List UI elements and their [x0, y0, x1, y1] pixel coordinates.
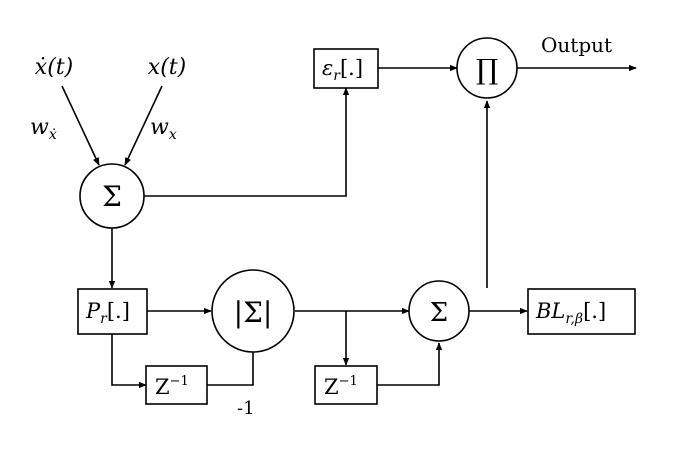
pr-label: Pr[.] [85, 299, 130, 327]
pr-block: Pr[.] [77, 288, 148, 335]
delay-2-label: Z−1 [324, 374, 358, 399]
input-xdot-label: ẋ(t) [35, 55, 73, 80]
output-label: Output [541, 33, 612, 57]
epsilon-block: εr[.] [313, 48, 379, 89]
weight-x-label: wx [150, 115, 177, 143]
summing-node-2: Σ [408, 280, 470, 342]
wire-sum-to-eps [144, 87, 350, 197]
sum-symbol: Σ [102, 180, 122, 213]
weight-xdot-label: wẋ [30, 115, 57, 143]
abs-sum-symbol: |Σ| [234, 296, 273, 329]
sum-2-symbol: Σ [430, 298, 448, 328]
wire-pr-to-delay1 [111, 334, 147, 389]
delay-block-1: Z−1 [145, 365, 208, 405]
wire-x-to-sum [124, 85, 163, 166]
wire-xdot-to-sum [61, 85, 100, 166]
delay-1-label: Z−1 [155, 374, 189, 399]
summing-node-1: Σ [79, 163, 145, 229]
epsilon-label: εr[.] [322, 56, 363, 84]
product-symbol: ∏ [476, 53, 498, 86]
connections [61, 64, 637, 389]
wire-delay1-to-abssum [207, 343, 257, 386]
bl-label: BLr,β[.] [535, 299, 606, 327]
abs-sum-node: |Σ| [211, 269, 295, 353]
wire-delay2-to-sum2 [377, 342, 443, 386]
bl-block: BLr,β[.] [527, 288, 636, 335]
negative-one-label: -1 [237, 398, 255, 419]
product-node: ∏ [456, 37, 518, 99]
delay-block-2: Z−1 [314, 365, 378, 405]
input-labels: ẋ(t) x(t) wẋ wx [30, 55, 186, 143]
input-x-label: x(t) [148, 55, 186, 80]
